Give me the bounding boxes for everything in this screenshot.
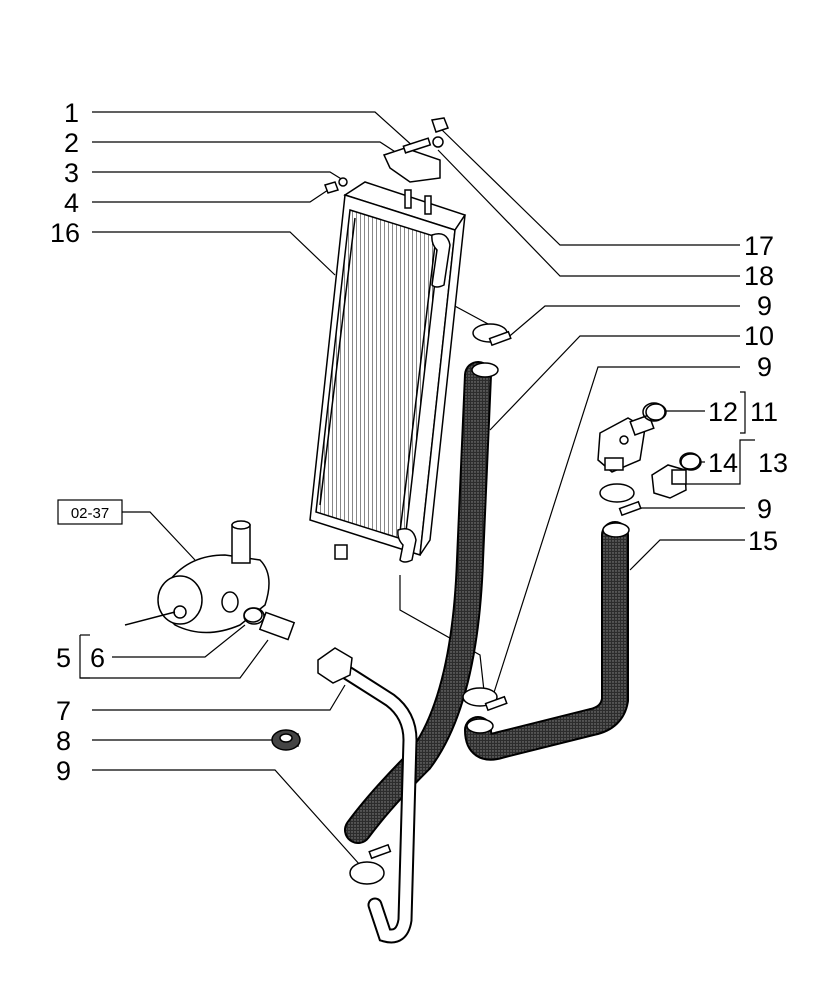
callout-10: 10 (744, 321, 774, 351)
callout-9-middle: 9 (757, 352, 772, 382)
hydraulic-pump (124, 520, 301, 751)
callout-4: 4 (64, 188, 79, 218)
plug-fitting (651, 452, 701, 499)
callout-17: 17 (744, 231, 774, 261)
steel-pipe (317, 647, 418, 944)
o-ring-14 (680, 453, 702, 471)
callout-16: 16 (50, 218, 80, 248)
callout-3: 3 (64, 158, 79, 188)
callout-labels: 1 2 3 4 16 17 18 9 10 9 12 11 14 13 9 15… (50, 98, 788, 786)
callout-18: 18 (744, 261, 774, 291)
callout-2: 2 (64, 128, 79, 158)
elbow-fitting (597, 403, 667, 473)
oil-cooler (309, 181, 467, 563)
callout-6: 6 (90, 643, 105, 673)
o-ring-6 (243, 607, 265, 625)
callout-12: 12 (708, 397, 738, 427)
bracket-assembly (324, 117, 449, 194)
callout-11: 11 (750, 397, 778, 427)
callout-9-lower: 9 (56, 756, 71, 786)
hose-clamps (349, 323, 642, 885)
callout-8: 8 (56, 726, 71, 756)
callout-1: 1 (64, 98, 79, 128)
reference-box-label: 02-37 (71, 505, 109, 522)
callout-15: 15 (748, 526, 778, 556)
o-ring-12 (642, 402, 666, 422)
callout-9-upper: 9 (757, 291, 772, 321)
reference-box (57, 499, 123, 525)
callout-5: 5 (56, 643, 71, 673)
callout-14: 14 (708, 448, 738, 478)
callout-9-right: 9 (757, 494, 772, 524)
callout-13: 13 (758, 448, 788, 478)
callout-7: 7 (56, 696, 71, 726)
